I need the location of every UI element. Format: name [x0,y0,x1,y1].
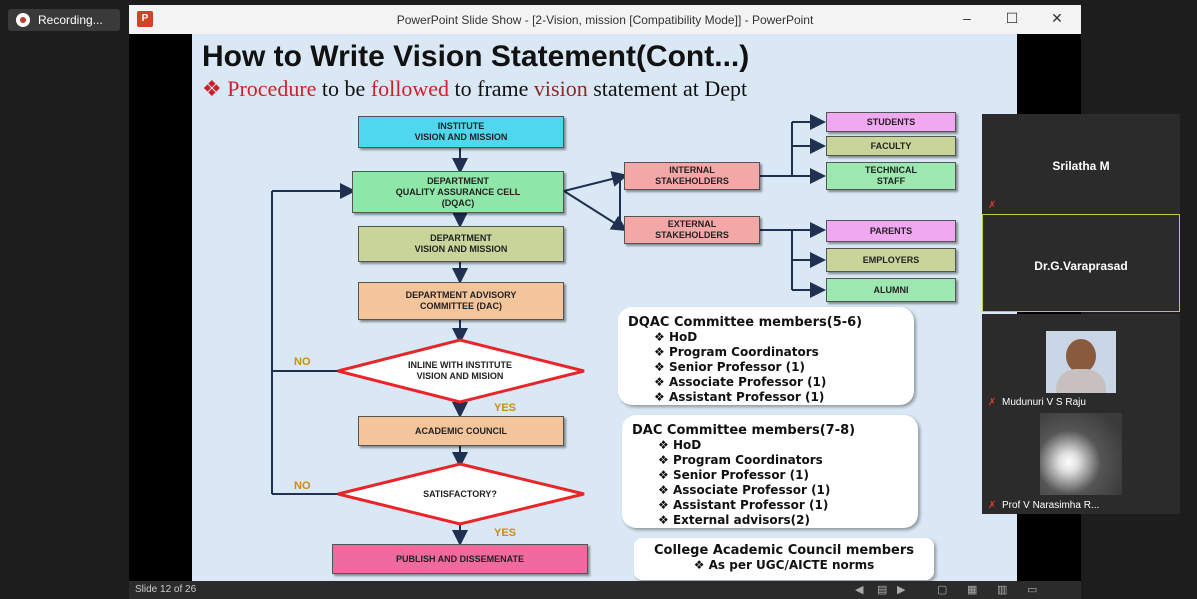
window-title: PowerPoint Slide Show - [2-Vision, missi… [396,13,814,27]
dac-committee-panel: DAC Committee members(7-8) HoD Program C… [622,415,918,528]
box-institute: INSTITUTE VISION AND MISSION [358,116,564,148]
decision-satisfactory-shape [337,462,585,526]
slide-sorter-icon[interactable]: ▦ [967,584,978,596]
bullet-icon: ❖ [202,76,222,101]
participant-name: Dr.G.Varaprasad [1034,259,1128,273]
previous-slide-icon[interactable]: ◀ [855,584,864,596]
list-item: Associate Professor (1) [658,483,908,498]
list-item: Program Coordinators [658,453,908,468]
council-members-panel: College Academic Council members As per … [634,538,934,580]
mic-muted-icon: ✗ [988,500,997,511]
list-item: HoD [654,330,904,345]
subtitle-word: to frame [449,76,534,101]
box-dept-vision: DEPARTMENT VISION AND MISSION [358,226,564,262]
box-external-stakeholders: EXTERNAL STAKEHOLDERS [624,216,760,244]
subtitle-word: Procedure [227,76,317,101]
participant-tile[interactable]: Srilatha M ✗ [982,114,1180,214]
slide[interactable]: How to Write Vision Statement(Cont...) ❖… [192,34,1017,581]
box-parents: PARENTS [826,220,956,242]
box-students: STUDENTS [826,112,956,132]
list-item: Associate Professor (1) [654,375,904,390]
yes-label: YES [494,527,517,539]
decision-inline-label: INLINE WITH INSTITUTE VISION AND MISION [408,360,512,381]
status-bar: Slide 12 of 26 ◀ ▤ ▶ ▢ ▦ ▥ ▭ [129,581,1081,599]
dqac-panel-heading: DQAC Committee members(5-6) [628,315,863,330]
slideshow-view-icon[interactable]: ▭ [1027,584,1038,596]
list-item: HoD [658,438,908,453]
list-item: Assistant Professor (1) [658,498,908,513]
participant-video [1040,413,1122,495]
recording-indicator[interactable]: Recording... [8,9,120,31]
dac-panel-heading: DAC Committee members(7-8) [632,423,856,438]
participant-name: Prof V Narasimha R... [1002,500,1100,511]
recording-label: Recording... [38,13,103,27]
slide-subtitle: ❖ Procedure to be followed to frame visi… [202,76,747,102]
subtitle-word: followed [370,76,450,101]
list-item: Senior Professor (1) [654,360,904,375]
close-button[interactable]: ✕ [1051,10,1063,26]
mic-muted-icon: ✗ [988,397,997,408]
box-internal-stakeholders: INTERNAL STAKEHOLDERS [624,162,760,190]
reading-view-icon[interactable]: ▥ [997,584,1008,596]
list-item: Senior Professor (1) [658,468,908,483]
box-alumni: ALUMNI [826,278,956,302]
box-faculty: FACULTY [826,136,956,156]
next-slide-icon[interactable]: ▶ [897,584,906,596]
participant-tile-active[interactable]: Dr.G.Varaprasad [982,214,1180,312]
mic-muted-icon: ✗ [988,200,997,211]
record-icon [16,13,30,27]
participant-name: Srilatha M [1052,159,1110,173]
subtitle-word: vision [533,76,588,101]
dqac-committee-panel: DQAC Committee members(5-6) HoD Program … [618,307,914,405]
list-item: Assistant Professor (1) [654,390,904,405]
box-academic-council: ACADEMIC COUNCIL [358,416,564,446]
box-dqac: DEPARTMENT QUALITY ASSURANCE CELL (DQAC) [352,171,564,213]
box-dac: DEPARTMENT ADVISORY COMMITTEE (DAC) [358,282,564,320]
no-label: NO [294,480,311,492]
slide-menu-icon[interactable]: ▤ [877,584,888,596]
subtitle-word: to be [316,76,371,101]
powerpoint-window: P PowerPoint Slide Show - [2-Vision, mis… [129,5,1081,599]
participant-tile[interactable]: ✗ Mudunuri V S Raju [982,314,1180,411]
box-technical-staff: TECHNICAL STAFF [826,162,956,190]
normal-view-icon[interactable]: ▢ [937,584,948,596]
subtitle-word: statement at Dept [587,76,748,101]
maximize-button[interactable]: ☐ [1005,10,1019,26]
powerpoint-icon: P [137,11,153,27]
slide-counter: Slide 12 of 26 [135,584,197,595]
slide-title: How to Write Vision Statement(Cont...) [202,40,750,73]
list-item: External advisors(2) [658,513,908,528]
council-panel-heading: College Academic Council members [653,543,915,558]
list-item: As per UGC/AICTE norms [644,558,924,573]
participant-avatar [1046,331,1116,393]
no-label: NO [294,356,311,368]
title-bar: P PowerPoint Slide Show - [2-Vision, mis… [129,5,1081,34]
decision-inline-shape [337,338,585,404]
minimize-button[interactable]: – [963,10,971,26]
box-publish: PUBLISH AND DISSEMENATE [332,544,588,574]
flow-connectors [271,114,826,546]
list-item: Program Coordinators [654,345,904,360]
box-employers: EMPLOYERS [826,248,956,272]
participant-name: Mudunuri V S Raju [1002,397,1086,408]
participant-tile[interactable]: ✗ Prof V Narasimha R... [982,411,1180,514]
decision-satisfactory-label: SATISFACTORY? [423,489,497,499]
yes-label: YES [494,402,517,414]
